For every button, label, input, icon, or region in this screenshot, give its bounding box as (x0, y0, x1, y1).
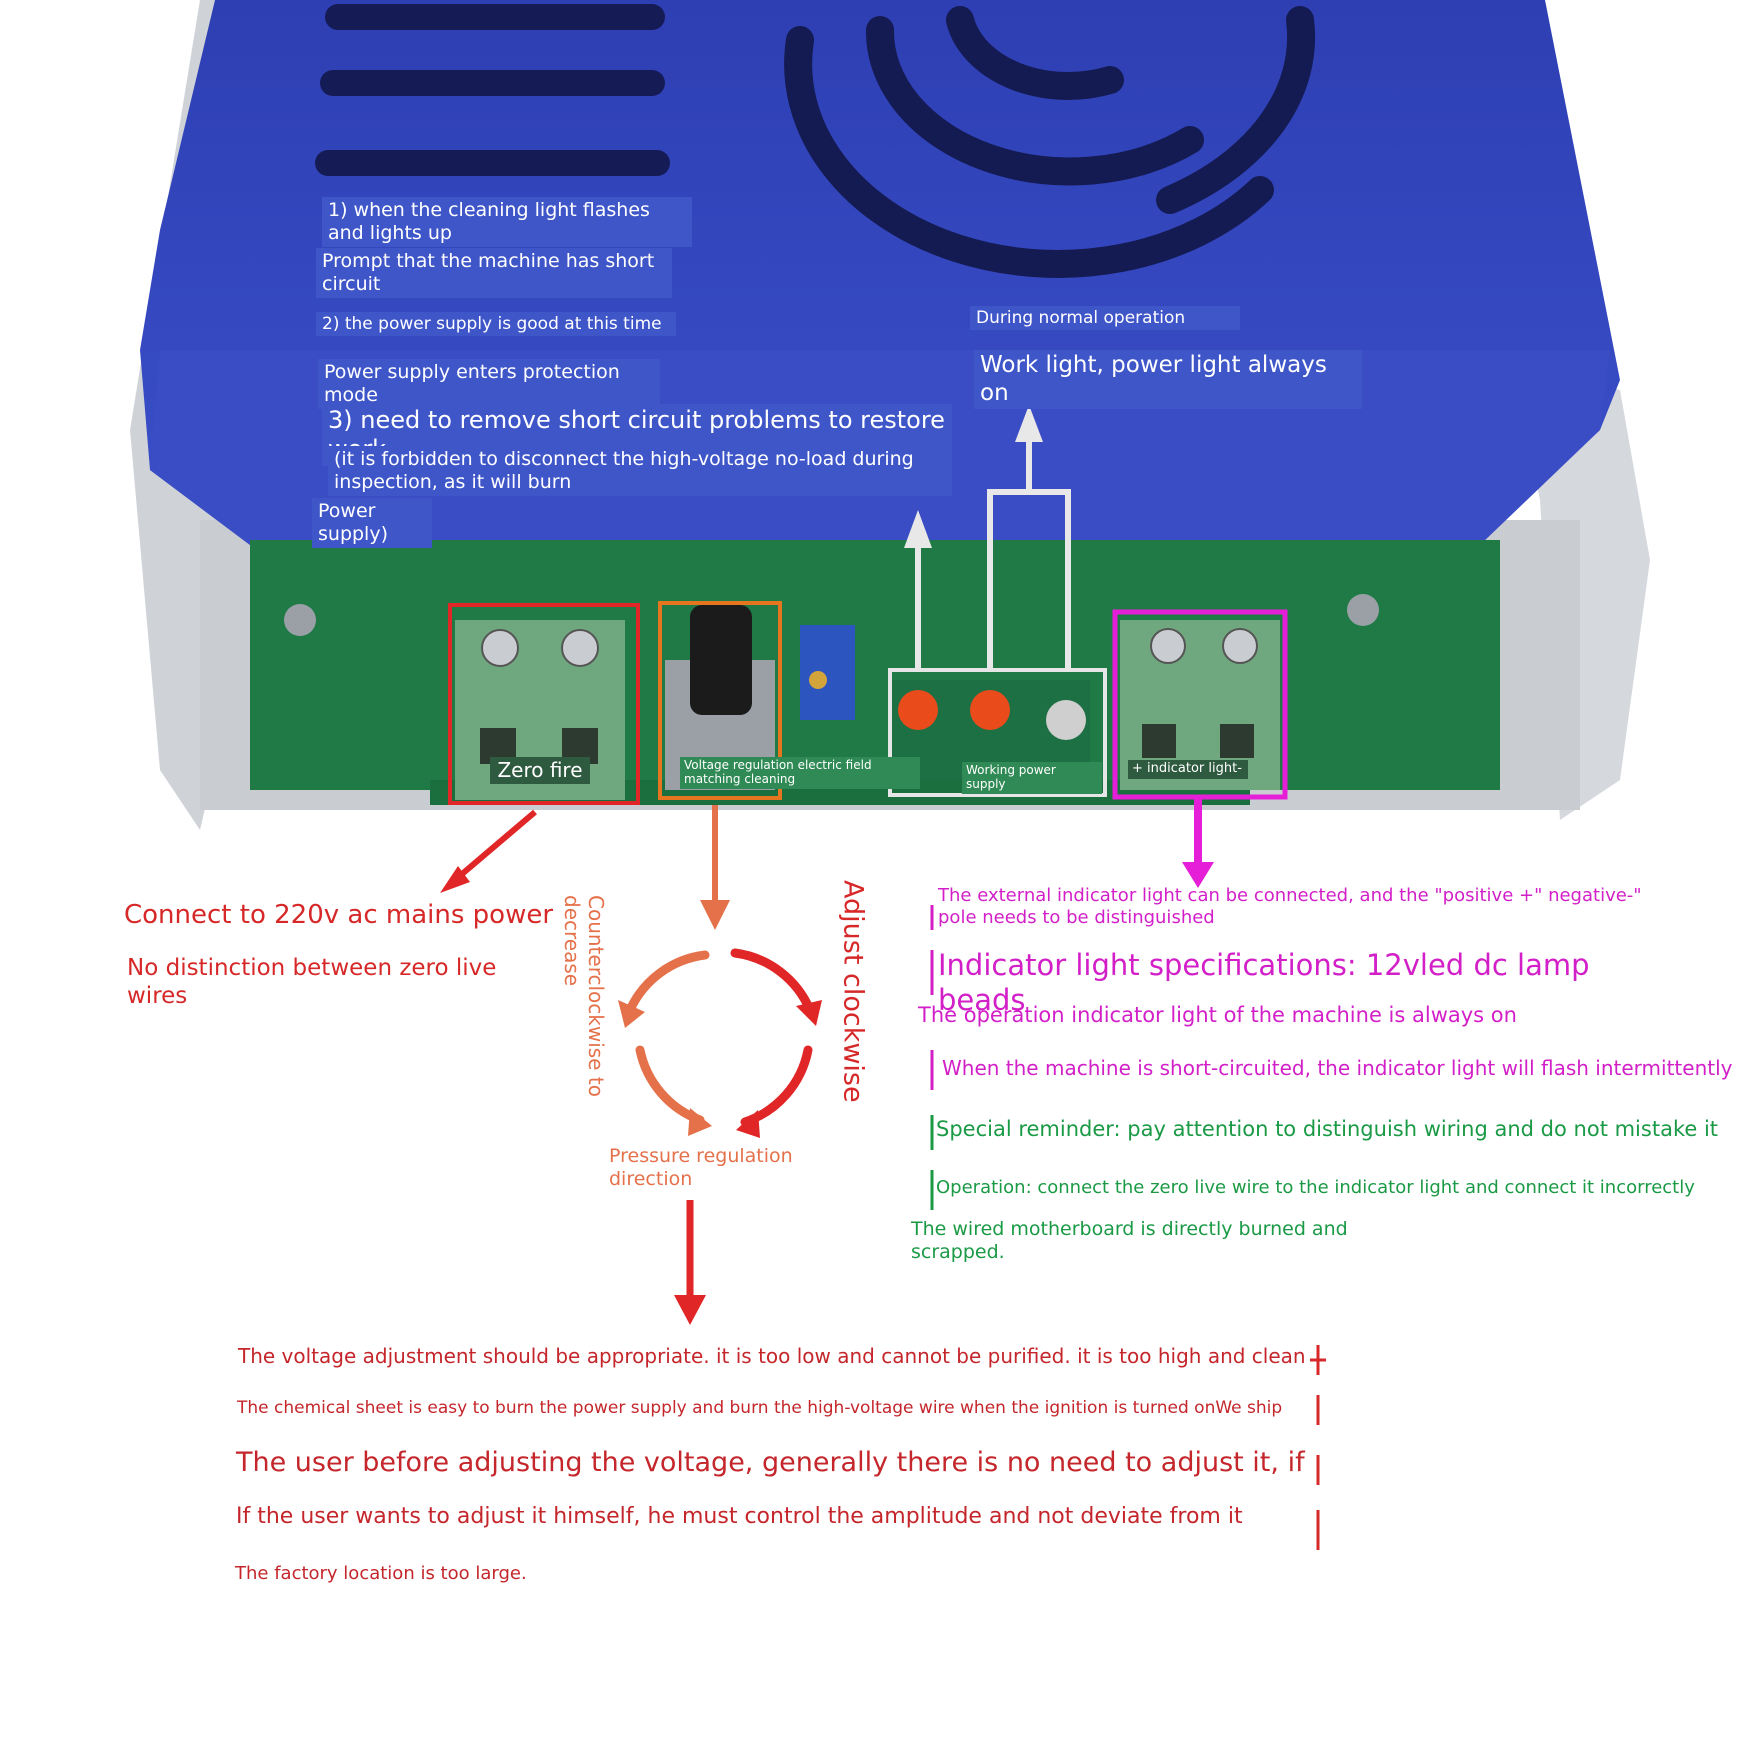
terminal-screw (481, 629, 519, 667)
trimmer-pot (800, 625, 855, 720)
label-protection-mode: Power supply enters protection mode (318, 359, 660, 409)
note-ccw: Counterclockwise to decrease (560, 895, 608, 1097)
cw-arrow-head (796, 1000, 822, 1026)
cw-arrow-head (736, 1110, 760, 1138)
note-short-flash: When the machine is short-circuited, the… (942, 1056, 1733, 1080)
note-direction: Pressure regulation direction (609, 1145, 793, 1190)
vent-slot (320, 70, 665, 96)
zero-fire-arrow (453, 809, 537, 883)
bottom-note-1: The voltage adjustment should be appropr… (238, 1344, 1306, 1368)
label-flash-1: 1) when the cleaning light flashes and l… (322, 197, 692, 247)
vent-slot (315, 150, 670, 176)
note-burned: The wired motherboard is directly burned… (911, 1218, 1348, 1263)
bottom-note-4: If the user wants to adjust it himself, … (236, 1504, 1243, 1529)
up-arrow-head (904, 510, 932, 548)
label-power-supply: Power supply) (312, 498, 432, 548)
potentiometer-knob (690, 605, 752, 715)
label-power-good: 2) the power supply is good at this time (316, 312, 676, 337)
note-operation: Operation: connect the zero live wire to… (936, 1177, 1695, 1198)
rotation-arcs (625, 948, 815, 1127)
mount-screw (1347, 594, 1379, 626)
note-connect-220v: Connect to 220v ac mains power (124, 900, 554, 930)
bottom-note-3: The user before adjusting the voltage, g… (236, 1447, 1305, 1478)
label-work-light: Work light, power light always on (974, 350, 1362, 410)
label-forbidden: (it is forbidden to disconnect the high-… (328, 446, 952, 496)
up-arrow-head (1015, 405, 1043, 442)
label-prompt-short: Prompt that the machine has short circui… (316, 248, 672, 298)
edge-marks (1310, 1345, 1326, 1550)
terminal-screw (1150, 628, 1186, 664)
note-no-distinction: No distinction between zero live wires (127, 955, 497, 1009)
note-always-on: The operation indicator light of the mac… (918, 1003, 1517, 1027)
note-external: The external indicator light can be conn… (938, 885, 1642, 928)
mount-screw (284, 604, 316, 636)
fan-grill (784, 6, 1316, 278)
label-zero-fire: Zero fire (490, 757, 590, 784)
label-indicator: + indicator light- (1128, 760, 1248, 779)
bottom-note-2: The chemical sheet is easy to burn the p… (237, 1398, 1283, 1418)
label-normal-operation: During normal operation (970, 306, 1240, 331)
ccw-arrow-head (688, 1108, 712, 1136)
led-frame (888, 668, 1107, 797)
note-reminder: Special reminder: pay attention to disti… (936, 1117, 1719, 1141)
zero-fire-frame (448, 603, 640, 805)
note-spec: Indicator light specifications: 12vled d… (938, 948, 1590, 1017)
terminal-screw (561, 629, 599, 667)
vent-slot (325, 4, 665, 30)
label-voltage-regulation: Voltage regulation electric field matchi… (680, 757, 920, 789)
terminal-screw (1222, 628, 1258, 664)
voltage-frame (658, 601, 782, 800)
bottom-note-5: The factory location is too large. (235, 1563, 527, 1584)
label-working-power: Working power supply (962, 762, 1102, 794)
note-cw: Adjust clockwise (837, 880, 869, 1103)
pcb-board (250, 540, 1500, 790)
ccw-arrow-head (618, 1000, 645, 1028)
